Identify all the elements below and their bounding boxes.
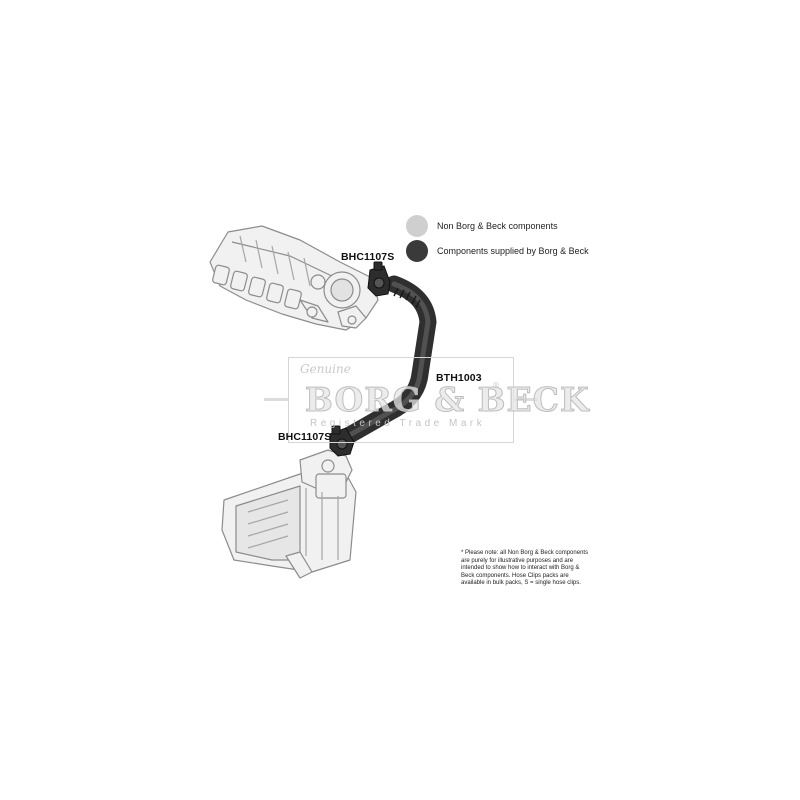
- watermark-rule-right: [514, 398, 538, 401]
- legend-label: Non Borg & Beck components: [437, 221, 558, 231]
- disclaimer-note: * Please note: all Non Borg & Beck compo…: [461, 550, 589, 587]
- legend-item-borg-beck: Components supplied by Borg & Beck: [406, 240, 589, 262]
- watermark-subtitle: Registered Trade Mark: [310, 418, 486, 429]
- hose-clip-top: [367, 261, 391, 297]
- legend-item-non-borg-beck: Non Borg & Beck components: [406, 215, 558, 237]
- hose-bth1003: [339, 275, 437, 445]
- watermark-frame: [288, 357, 514, 443]
- watermark-rule-left: [264, 398, 288, 401]
- legend-swatch-light: [406, 215, 428, 237]
- label-clip-bottom: BHC1107S: [278, 431, 332, 443]
- label-hose: BTH1003: [436, 372, 482, 384]
- legend-label: Components supplied by Borg & Beck: [437, 246, 589, 256]
- intercooler-housing: [221, 449, 357, 579]
- watermark-registered-mark: ®: [493, 381, 499, 390]
- watermark-brand: BORG & BECK: [305, 380, 590, 420]
- legend-swatch-dark: [406, 240, 428, 262]
- intake-manifold: [209, 225, 379, 331]
- watermark-signature: Genuine: [300, 362, 351, 376]
- label-clip-top: BHC1107S: [341, 251, 395, 263]
